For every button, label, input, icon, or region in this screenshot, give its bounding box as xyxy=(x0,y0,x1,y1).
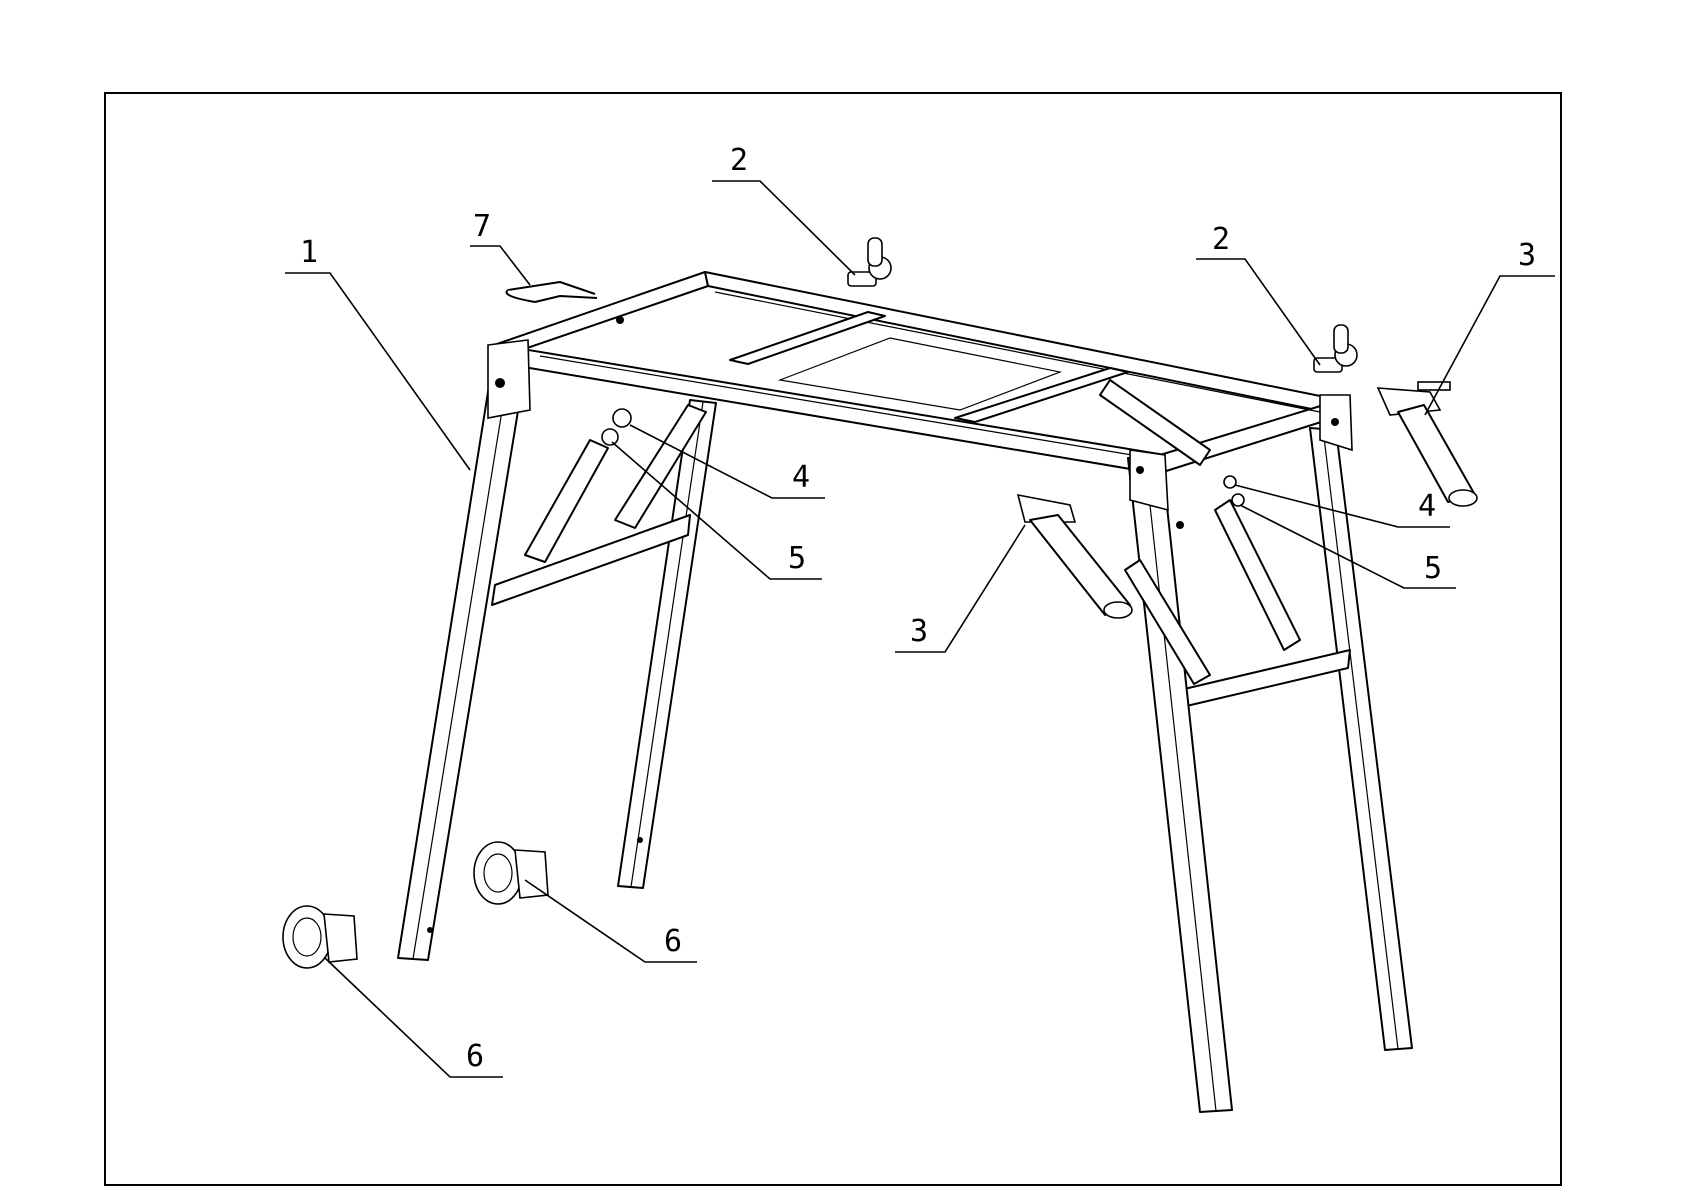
callout-locking-knob-left: 2 xyxy=(730,143,748,178)
stand-frame xyxy=(398,272,1412,1112)
callout-support-arm-right: 3 xyxy=(1518,238,1536,273)
callout-frame: 1 xyxy=(300,235,318,270)
callout-washer-left: 5 xyxy=(788,541,806,576)
callout-bolt-right: 4 xyxy=(1418,489,1436,524)
bolt-right-part xyxy=(1224,476,1236,488)
callout-handle-pin: 7 xyxy=(473,209,491,244)
support-arm-right-part xyxy=(1378,382,1477,506)
handle-pin-part xyxy=(507,282,597,302)
callout-wheel-front: 6 xyxy=(466,1039,484,1074)
rail-back-lower-left xyxy=(492,515,690,605)
callout-locking-knob-right: 2 xyxy=(1212,222,1230,257)
top-cross-brace-1 xyxy=(730,312,885,364)
washer-right-part xyxy=(1232,494,1244,506)
locking-knob-left-part xyxy=(848,238,891,286)
wheel-front-part xyxy=(283,906,357,968)
locking-knob-right-part xyxy=(1314,325,1357,372)
support-arm-center-part xyxy=(1018,495,1132,618)
callout-bolt-left: 4 xyxy=(792,460,810,495)
wheel-rear-part xyxy=(474,842,548,904)
corner-bracket-front-right xyxy=(1130,450,1168,510)
hinge-arm-left-1 xyxy=(525,440,608,562)
bolt-left-part xyxy=(613,409,631,427)
callout-wheel-rear: 6 xyxy=(664,924,682,959)
washer-left-part xyxy=(602,429,618,445)
corner-bracket-front-left xyxy=(488,340,530,418)
hinge-arm-right-2 xyxy=(1215,500,1300,650)
callout-support-arm-center: 3 xyxy=(910,614,928,649)
callout-washer-right: 5 xyxy=(1424,551,1442,586)
